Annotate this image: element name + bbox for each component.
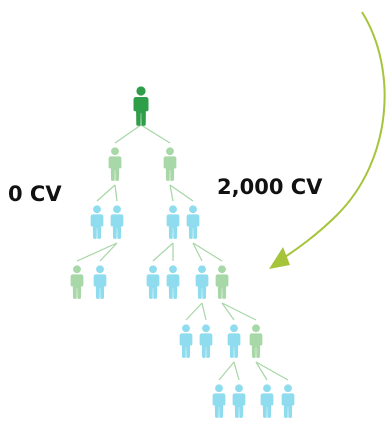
connector-line (255, 361, 289, 381)
person-icon-level-1-1 (108, 147, 122, 181)
right-cv-label: 2,000 CV (217, 175, 323, 199)
curved-arrow-icon (276, 11, 386, 263)
person-icon-level-4-3 (227, 324, 241, 358)
person-icon-root (133, 86, 149, 126)
person-icon-level-5-2 (232, 384, 246, 418)
person-icon-level-5-3 (260, 384, 274, 418)
person-icon-level-5-1 (212, 384, 226, 418)
connector-line (169, 184, 174, 202)
person-icon-level-5-4 (281, 384, 295, 418)
person-icon-level-3-3 (146, 265, 160, 299)
connector-line (114, 184, 118, 202)
person-icon-level-3-5 (195, 265, 209, 299)
connector-line (114, 124, 142, 144)
person-icon-level-2-2 (110, 205, 124, 239)
person-icon-level-4-1 (179, 324, 193, 358)
connector-line (76, 242, 118, 262)
person-icon-level-3-4 (166, 265, 180, 299)
connector-line (99, 242, 118, 262)
arrow-head-icon (269, 247, 290, 269)
connector-line (169, 184, 194, 202)
connector-line (192, 242, 223, 262)
people-layer (70, 86, 295, 418)
person-icon-level-4-4 (249, 324, 263, 358)
person-icon-level-1-2 (163, 147, 177, 181)
connector-line (221, 302, 235, 321)
connector-line (96, 184, 116, 202)
connector-line (221, 302, 257, 321)
connector-lines (76, 124, 289, 381)
person-icon-level-2-4 (186, 205, 200, 239)
connector-line (201, 302, 207, 321)
connector-line (218, 361, 235, 381)
connector-line (140, 124, 171, 144)
connector-line (185, 302, 203, 321)
connector-line (152, 242, 174, 262)
connector-line (233, 361, 240, 381)
person-icon-level-3-2 (93, 265, 107, 299)
person-icon-level-2-3 (166, 205, 180, 239)
person-icon-level-2-1 (90, 205, 104, 239)
person-icon-level-3-1 (70, 265, 84, 299)
connector-line (192, 242, 203, 262)
left-cv-label: 0 CV (8, 182, 62, 206)
person-icon-level-4-2 (199, 324, 213, 358)
person-icon-level-3-6 (215, 265, 229, 299)
connector-line (255, 361, 268, 381)
